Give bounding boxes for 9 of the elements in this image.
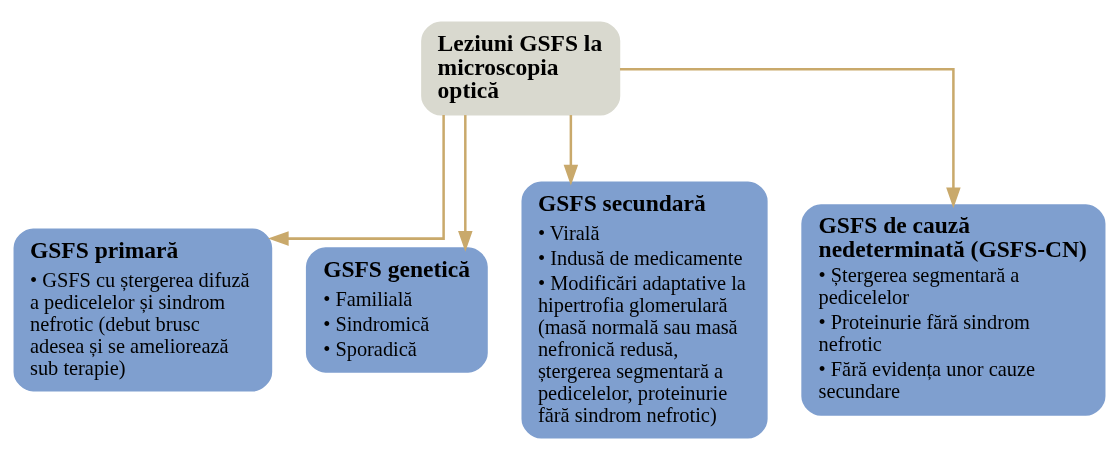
arrow [563,115,579,186]
arrow [267,115,445,246]
node-box: GSFS secundară • Virală • Indusă de medicamente • Modificări adaptative la hipertrofia glomerulară (masă normală sau masă nefronică redusă, ștergerea segmentară a pedicelelor, proteinurie fără sindrom nefrotic) [521,181,768,439]
arrow [619,68,961,209]
node-box: GSFS genetică • Familială • Sindromică • Sporadică [305,247,488,373]
node-box: GSFS de cauză nedeterminată (GSFS-CN) • Ștergerea segmentară a pedicelelor • Proteinurie fără sindrom nefrotic • Fără evidența unor cauze secundare [801,204,1106,416]
node-box: Leziuni GSFS la microscopia optică [421,21,621,116]
arrow [458,115,473,252]
node-box: GSFS primară • GSFS cu ștergerea difuză a pedicelelor și sindrom nefrotic (debut brusc adesea și se ameliorează sub terapie) [13,228,273,392]
